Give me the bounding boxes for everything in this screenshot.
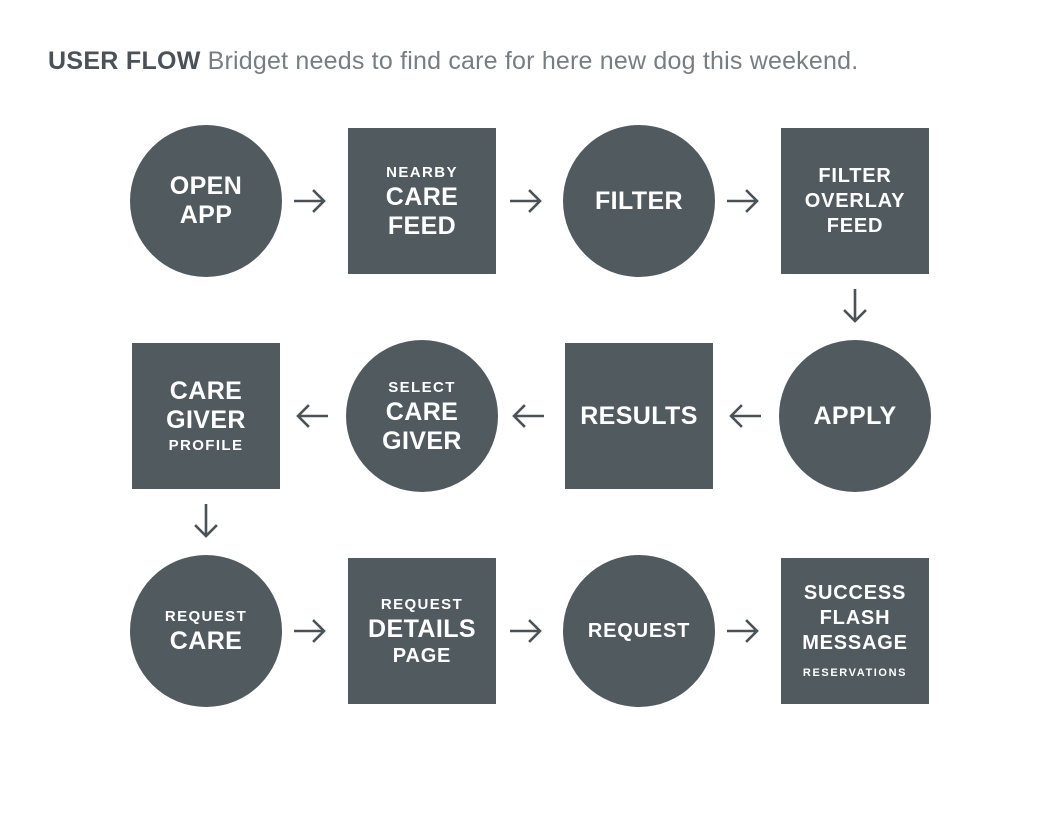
flow-node-results[interactable]: RESULTS xyxy=(563,340,715,492)
flow-node-filter-overlay-feed[interactable]: FILTER OVERLAY FEED xyxy=(779,125,931,277)
flow-node-request-details-page[interactable]: REQUEST DETAILS PAGE xyxy=(346,555,498,707)
node-line: REQUEST xyxy=(380,595,464,613)
arrow-right-icon xyxy=(506,181,550,221)
node-line: PROFILE xyxy=(168,436,244,454)
arrow-left-icon xyxy=(723,396,767,436)
node-line: PAGE xyxy=(392,644,452,667)
page-title-strong: USER FLOW xyxy=(48,47,201,75)
arrow-right-icon xyxy=(506,611,550,651)
node-line: FLASH xyxy=(819,606,891,629)
node-line: RESULTS xyxy=(580,401,698,430)
node-line: MESSAGE xyxy=(802,631,908,654)
flow-grid: OPEN APP NEARBY CARE FEED xyxy=(0,125,1056,770)
node-line: OVERLAY xyxy=(804,189,906,212)
node-line: APPLY xyxy=(813,401,897,430)
node-line: RESERVATIONS xyxy=(802,666,908,679)
node-line: CARE xyxy=(169,376,243,405)
node-line: APP xyxy=(179,201,233,229)
flow-node-request-care[interactable]: REQUEST CARE xyxy=(130,555,282,707)
flow-node-apply[interactable]: APPLY xyxy=(779,340,931,492)
node-line: FEED xyxy=(387,211,457,240)
arrow-right-icon xyxy=(290,181,334,221)
flow-node-success-flash-message[interactable]: SUCCESS FLASH MESSAGE RESERVATIONS xyxy=(779,555,931,707)
arrow-right-icon xyxy=(723,181,767,221)
flow-node-select-care-giver[interactable]: SELECT CARE GIVER xyxy=(346,340,498,492)
node-line: FILTER xyxy=(594,186,684,215)
arrow-left-icon xyxy=(290,396,334,436)
node-line: SUCCESS xyxy=(803,581,907,604)
flow-row-1: OPEN APP NEARBY CARE FEED xyxy=(0,125,1056,340)
flow-node-request[interactable]: REQUEST xyxy=(563,555,715,707)
node-line: REQUEST xyxy=(587,619,691,642)
node-line: CARE xyxy=(385,182,459,211)
node-line: FILTER xyxy=(818,164,892,187)
flow-node-filter[interactable]: FILTER xyxy=(563,125,715,277)
arrow-down-icon xyxy=(835,285,875,331)
flow-node-care-giver-profile[interactable]: CARE GIVER PROFILE xyxy=(130,340,282,492)
node-line: CARE xyxy=(385,397,459,426)
flow-node-nearby-care-feed[interactable]: NEARBY CARE FEED xyxy=(346,125,498,277)
arrow-down-icon xyxy=(186,500,226,546)
node-line: SELECT xyxy=(388,378,456,396)
node-line: GIVER xyxy=(382,426,462,455)
node-line: DETAILS xyxy=(368,614,476,643)
arrow-right-icon xyxy=(723,611,767,651)
node-line: FEED xyxy=(826,214,884,237)
arrow-left-icon xyxy=(506,396,550,436)
node-line: CARE xyxy=(169,627,243,655)
node-line: OPEN xyxy=(169,172,243,200)
flow-node-open-app[interactable]: OPEN APP xyxy=(130,125,282,277)
arrow-right-icon xyxy=(290,611,334,651)
node-line: GIVER xyxy=(166,405,246,434)
page-title: USER FLOW Bridget needs to find care for… xyxy=(48,44,858,78)
node-line: REQUEST xyxy=(164,608,248,625)
node-line: NEARBY xyxy=(386,163,458,181)
page-title-subtitle: Bridget needs to find care for here new … xyxy=(207,47,859,75)
flow-row-3: REQUEST CARE REQUEST DETAILS PAGE xyxy=(0,555,1056,770)
flow-row-2: CARE GIVER PROFILE SELECT CARE GIVER xyxy=(0,340,1056,555)
